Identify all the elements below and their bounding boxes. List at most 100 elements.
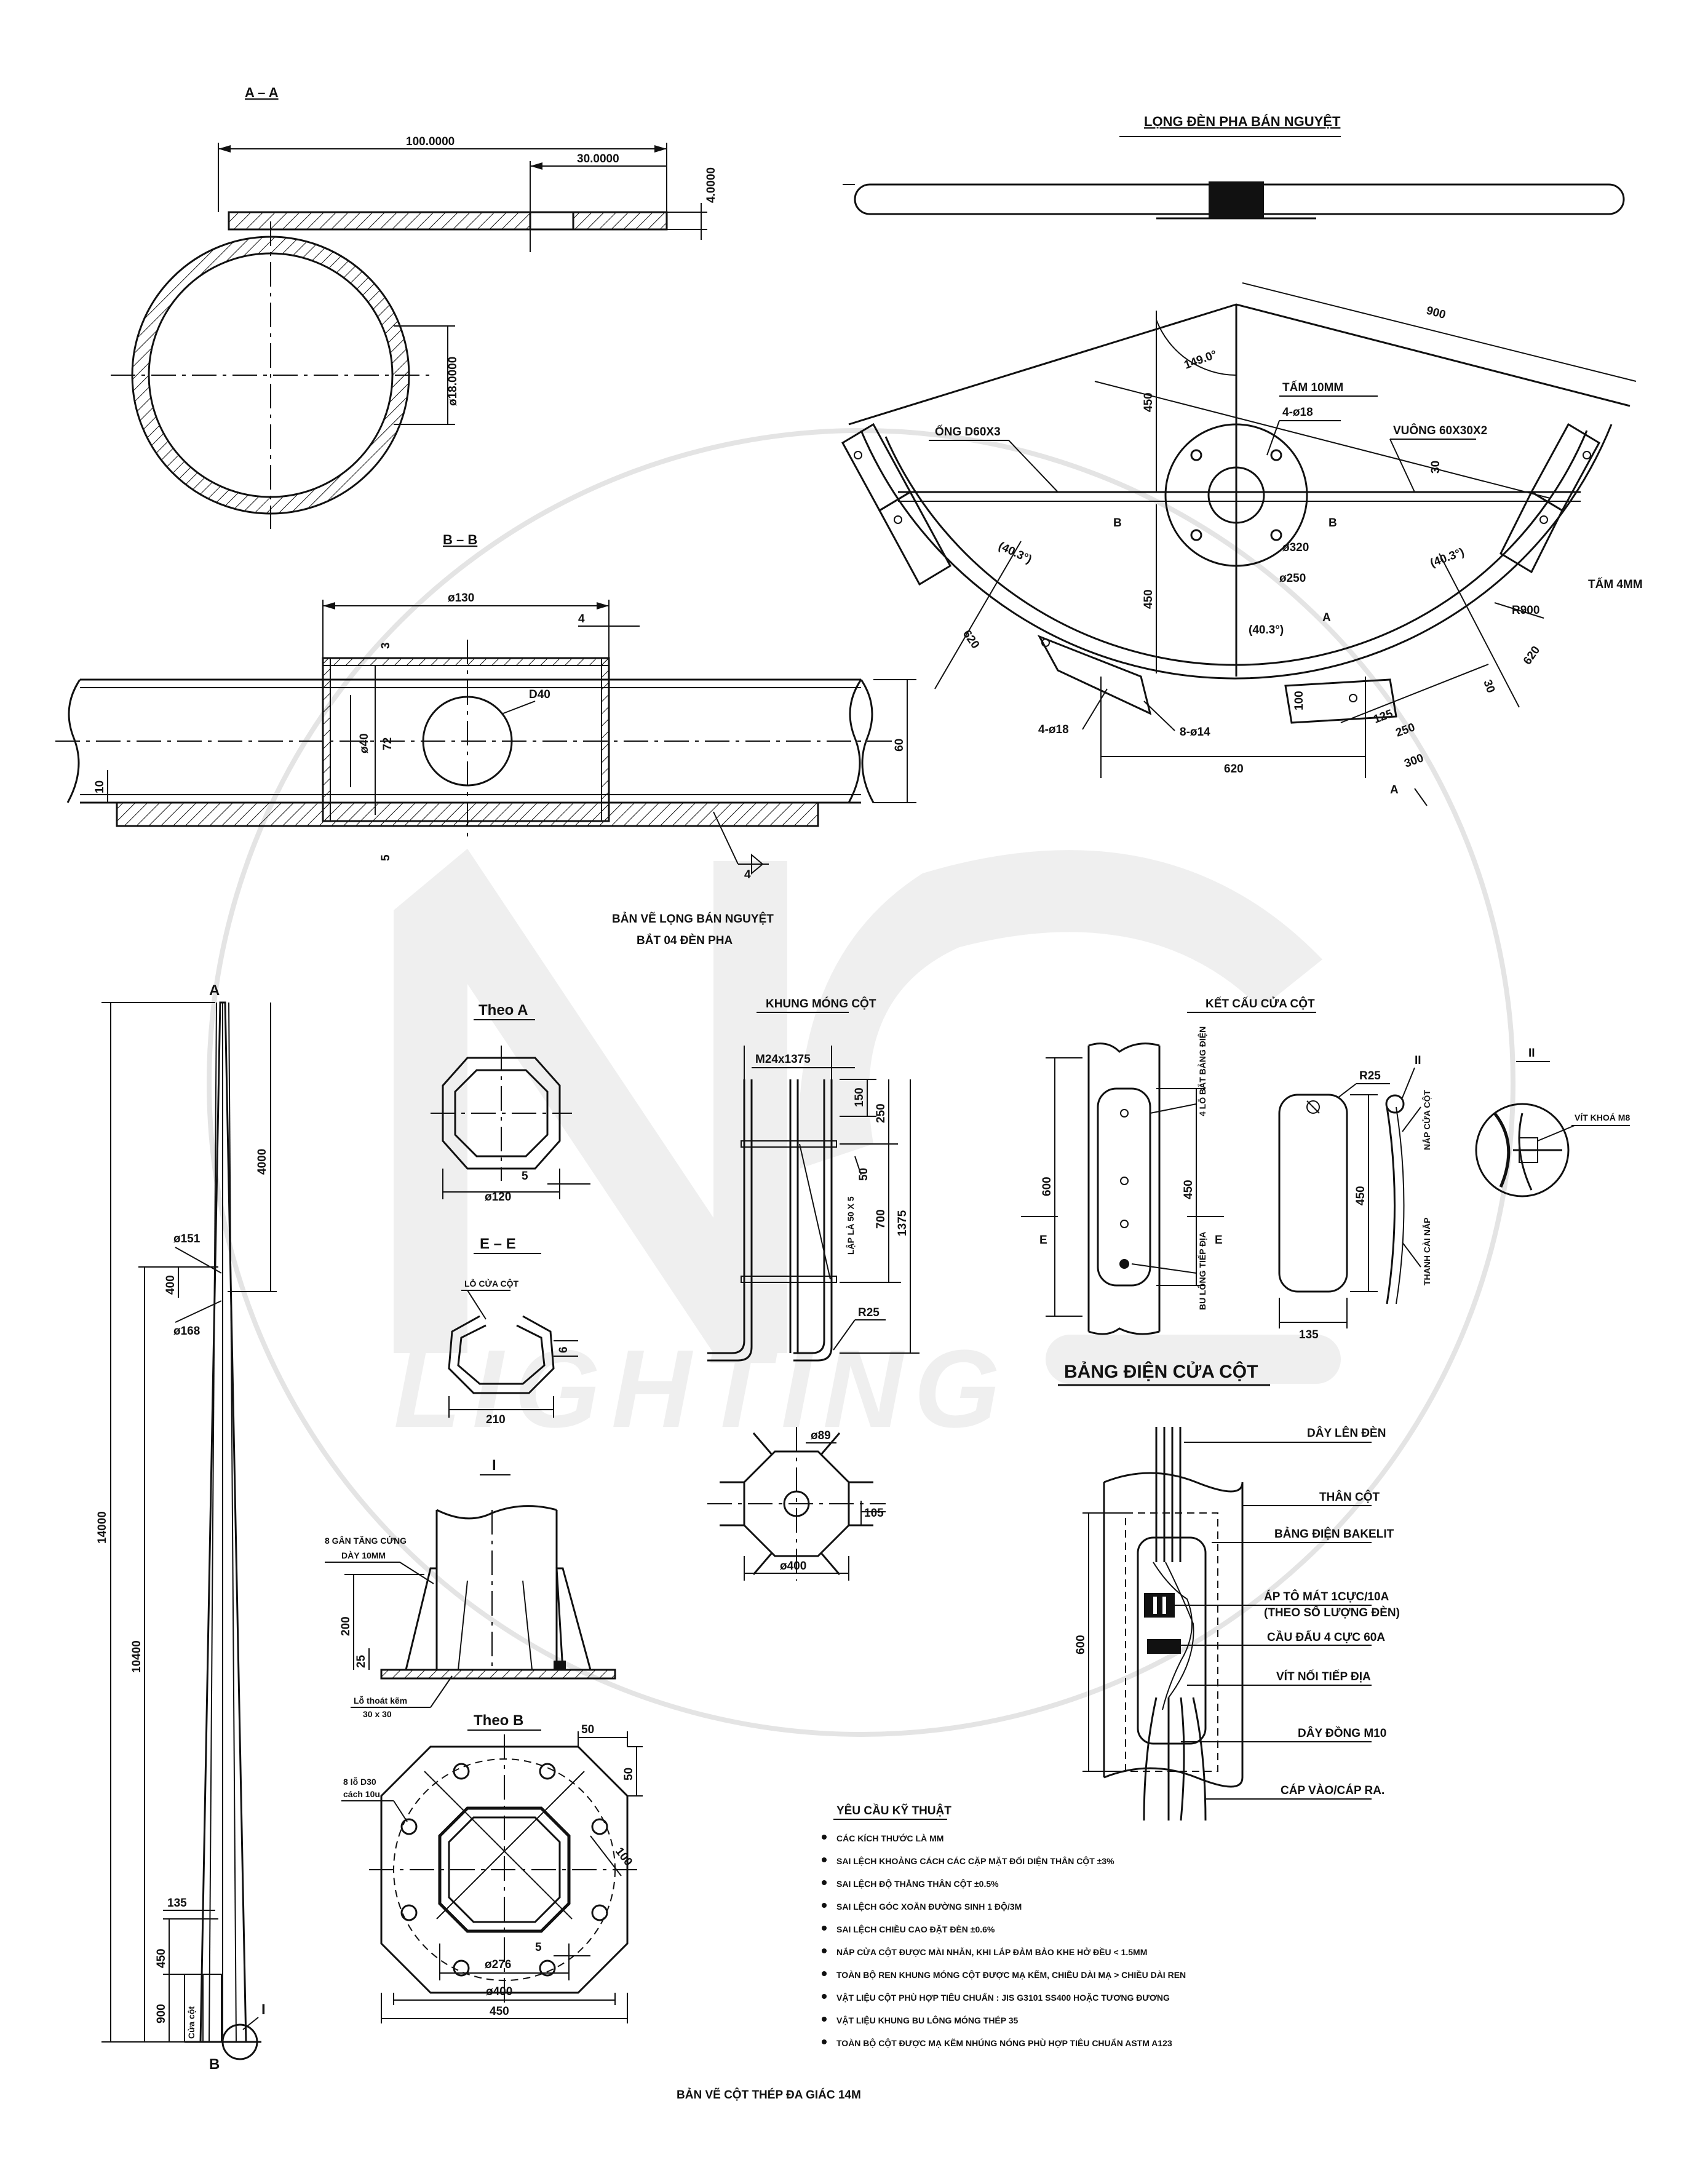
door-dim-450-a: 450: [1182, 1180, 1195, 1199]
lantern-angle-right: (40.3°): [1429, 546, 1466, 570]
panel-callout-wire-up: DÂY LÊN ĐÈN: [1307, 1426, 1386, 1440]
bb-dim-D40-label: D40: [529, 688, 550, 701]
view-theo-a: Theo A ø120 5: [431, 1002, 590, 1204]
bb-weld-4: 4: [744, 868, 751, 881]
pole-dim-450: 450: [155, 1948, 168, 1968]
theo-a-dim-d120: ø120: [485, 1191, 511, 1204]
requirement-item: TOÀN BỘ CỘT ĐƯỢC MẠ KẼM NHÚNG NÓNG PHÙ H…: [836, 2038, 1172, 2048]
lantern-caption-2: BẮT 04 ĐÈN PHA: [637, 934, 733, 947]
door-detail-ii-ref: II: [1415, 1054, 1421, 1067]
theo-b-dim-d276: ø276: [485, 1958, 511, 1971]
pole-dim-14000: 14000: [96, 1511, 109, 1544]
ee-dim-210: 210: [486, 1413, 506, 1426]
door-section-e-right: E: [1215, 1234, 1223, 1247]
door-detail-ii-title: II: [1528, 1047, 1535, 1060]
foundation-dim-250: 250: [875, 1103, 888, 1123]
theo-a-title: Theo A: [479, 1002, 528, 1018]
lantern-section-a-bottom: A: [1390, 784, 1399, 796]
pole-dim-4000: 4000: [256, 1149, 269, 1175]
lantern-dim-620-right: 620: [1521, 644, 1543, 667]
panel-callout-pole-body: THÂN CỘT: [1319, 1490, 1380, 1504]
section-a-a: A – A 100.0000 30.0000 4.0000 ø18.0000: [111, 85, 718, 529]
detail-i-dim-200: 200: [340, 1616, 352, 1636]
watermark-text: LIGHTING: [394, 1327, 1011, 1451]
bb-dim-10: 10: [93, 780, 106, 793]
detail-i-drain-size: 30 x 30: [363, 1709, 392, 1719]
bb-dim-4: 4: [578, 613, 585, 625]
lantern-title: LỌNG ĐÈN PHA BÁN NGUYỆT: [1144, 114, 1341, 129]
pole-door-label: Cửa cột: [186, 2006, 196, 2039]
detail-i-dim-25: 25: [355, 1654, 368, 1668]
panel-callout-breaker-qty: (THEO SỐ LƯỢNG ĐÈN): [1264, 1606, 1400, 1619]
pole-dim-900: 900: [155, 2004, 168, 2023]
requirement-item: SAI LỆCH CHIỀU CAO ĐẶT ĐÈN ±0.6%: [836, 1924, 995, 1934]
theo-b-dim-450: 450: [490, 2005, 509, 2018]
ee-dim-6: 6: [557, 1346, 570, 1353]
bb-dim-60: 60: [893, 739, 906, 752]
requirement-item: SAI LỆCH ĐỘ THẲNG THÂN CỘT ±0.5%: [836, 1878, 999, 1889]
detail-i-ribs: 8 GÂN TĂNG CỨNG: [325, 1535, 407, 1546]
panel-callout-copper-wire: DÂY ĐỒNG M10: [1298, 1726, 1386, 1740]
theo-b-dim-d400: ø400: [486, 1985, 512, 1998]
requirement-item: SAI LỆCH GÓC XOẮN ĐƯỜNG SINH 1 ĐỘ/3M: [836, 1901, 1022, 1912]
theo-b-title: Theo B: [474, 1712, 523, 1729]
lantern-square-60x30: VUÔNG 60X30X2: [1393, 424, 1487, 437]
door-latch-label: THANH CÀI NẮP: [1421, 1218, 1432, 1285]
bb-dim-72: 72: [381, 737, 394, 750]
lantern-dim-30-b: 30: [1480, 678, 1497, 695]
door-dim-600: 600: [1041, 1177, 1054, 1196]
pole-dim-10400: 10400: [130, 1640, 143, 1673]
pole-detail-i: I: [261, 2001, 266, 2018]
lantern-plate-4mm: TẤM 4MM: [1588, 578, 1643, 591]
bb-dim-d40: ø40: [358, 733, 371, 753]
lantern-angle-bottom: (40.3°): [1249, 624, 1284, 637]
foundation-title: KHUNG MÓNG CỘT: [766, 997, 876, 1011]
panel-dim-600: 600: [1074, 1635, 1087, 1654]
lantern-4-d18-top: 4-ø18: [1282, 406, 1313, 419]
section-e-e: E – E LỖ CỬA CỘT 6 210: [448, 1236, 578, 1426]
detail-i-ribs-thk: DÀY 10MM: [341, 1551, 386, 1560]
panel-callout-cable-io: CÁP VÀO/CÁP RA.: [1281, 1784, 1384, 1797]
pole-dim-d168: ø168: [173, 1325, 200, 1338]
foundation-r25: R25: [858, 1306, 880, 1319]
detail-i: I 8 GÂN TĂNG CỨNG DÀY 10MM 200 25 Lỗ tho…: [325, 1457, 616, 1719]
door-title: KẾT CẤU CỬA CỘT: [1206, 997, 1315, 1011]
door-label-ground-bolt: BU LÔNG TIẾP ĐỊA: [1197, 1232, 1207, 1310]
lantern-plate-10mm: TẤM 10MM: [1282, 381, 1343, 394]
lantern-dim-100: 100: [1293, 691, 1306, 710]
door-r25: R25: [1359, 1070, 1381, 1082]
ee-title: E – E: [480, 1236, 516, 1252]
door-lock-screw: VÍT KHOÁ M8: [1575, 1113, 1630, 1122]
lantern-8-d14: 8-ø14: [1180, 726, 1210, 739]
detail-i-title: I: [492, 1457, 496, 1474]
lantern-dim-450-bot: 450: [1142, 589, 1155, 609]
lantern-dim-300: 300: [1403, 752, 1426, 771]
lantern-d320: ø320: [1282, 541, 1309, 554]
pole-dim-d151: ø151: [173, 1233, 201, 1245]
lantern-angle-left: (40.3°): [996, 539, 1034, 566]
door-cover-label: NẮP CỬA CỘT: [1421, 1090, 1432, 1150]
pole-elevation: A B I 14000 4000 10400 400 ø151 ø168 135: [96, 982, 277, 2073]
pole-label-b: B: [209, 2056, 220, 2073]
requirement-item: NẮP CỬA CỘT ĐƯỢC MÀI NHẴN, KHI LẮP ĐẢM B…: [836, 1947, 1147, 1957]
aa-dim-100: 100.0000: [406, 135, 455, 148]
aa-dim-4: 4.0000: [705, 167, 718, 203]
panel-callout-breaker: ÁP TÔ MÁT 1CỰC/10A: [1264, 1590, 1389, 1603]
foundation-dim-700: 700: [875, 1209, 888, 1229]
door-label-4-holes: 4 LỖ BẮT BẢNG ĐIỆN: [1197, 1026, 1207, 1116]
watermark-logo: LIGHTING: [207, 428, 1515, 1737]
door-dim-450-b: 450: [1354, 1186, 1367, 1205]
aa-dim-d18: ø18.0000: [447, 357, 459, 406]
ee-door-opening: LỖ CỬA CỘT: [464, 1278, 519, 1288]
lantern-4-d18-bottom: 4-ø18: [1038, 723, 1069, 736]
requirement-item: CÁC KÍCH THƯỚC LÀ MM: [836, 1833, 943, 1843]
bb-dim-d130: ø130: [448, 592, 474, 605]
foundation-plan-105: 105: [864, 1507, 884, 1520]
bottom-caption: BẢN VẼ CỘT THÉP ĐA GIÁC 14M: [677, 2088, 861, 2102]
requirement-item: VẬT LIỆU CỘT PHÙ HỢP TIÊU CHUẨN : JIS G3…: [836, 1992, 1170, 2003]
lantern-section-b-left: B: [1113, 517, 1122, 530]
panel-callout-terminal: CẦU ĐẤU 4 CỰC 60A: [1267, 1630, 1385, 1644]
foundation-plan-d89: ø89: [811, 1429, 831, 1442]
lantern-section-a-top: A: [1322, 611, 1331, 624]
requirement-item: TOÀN BỘ REN KHUNG MÓNG CỘT ĐƯỢC MẠ KẼM, …: [836, 1969, 1186, 1980]
